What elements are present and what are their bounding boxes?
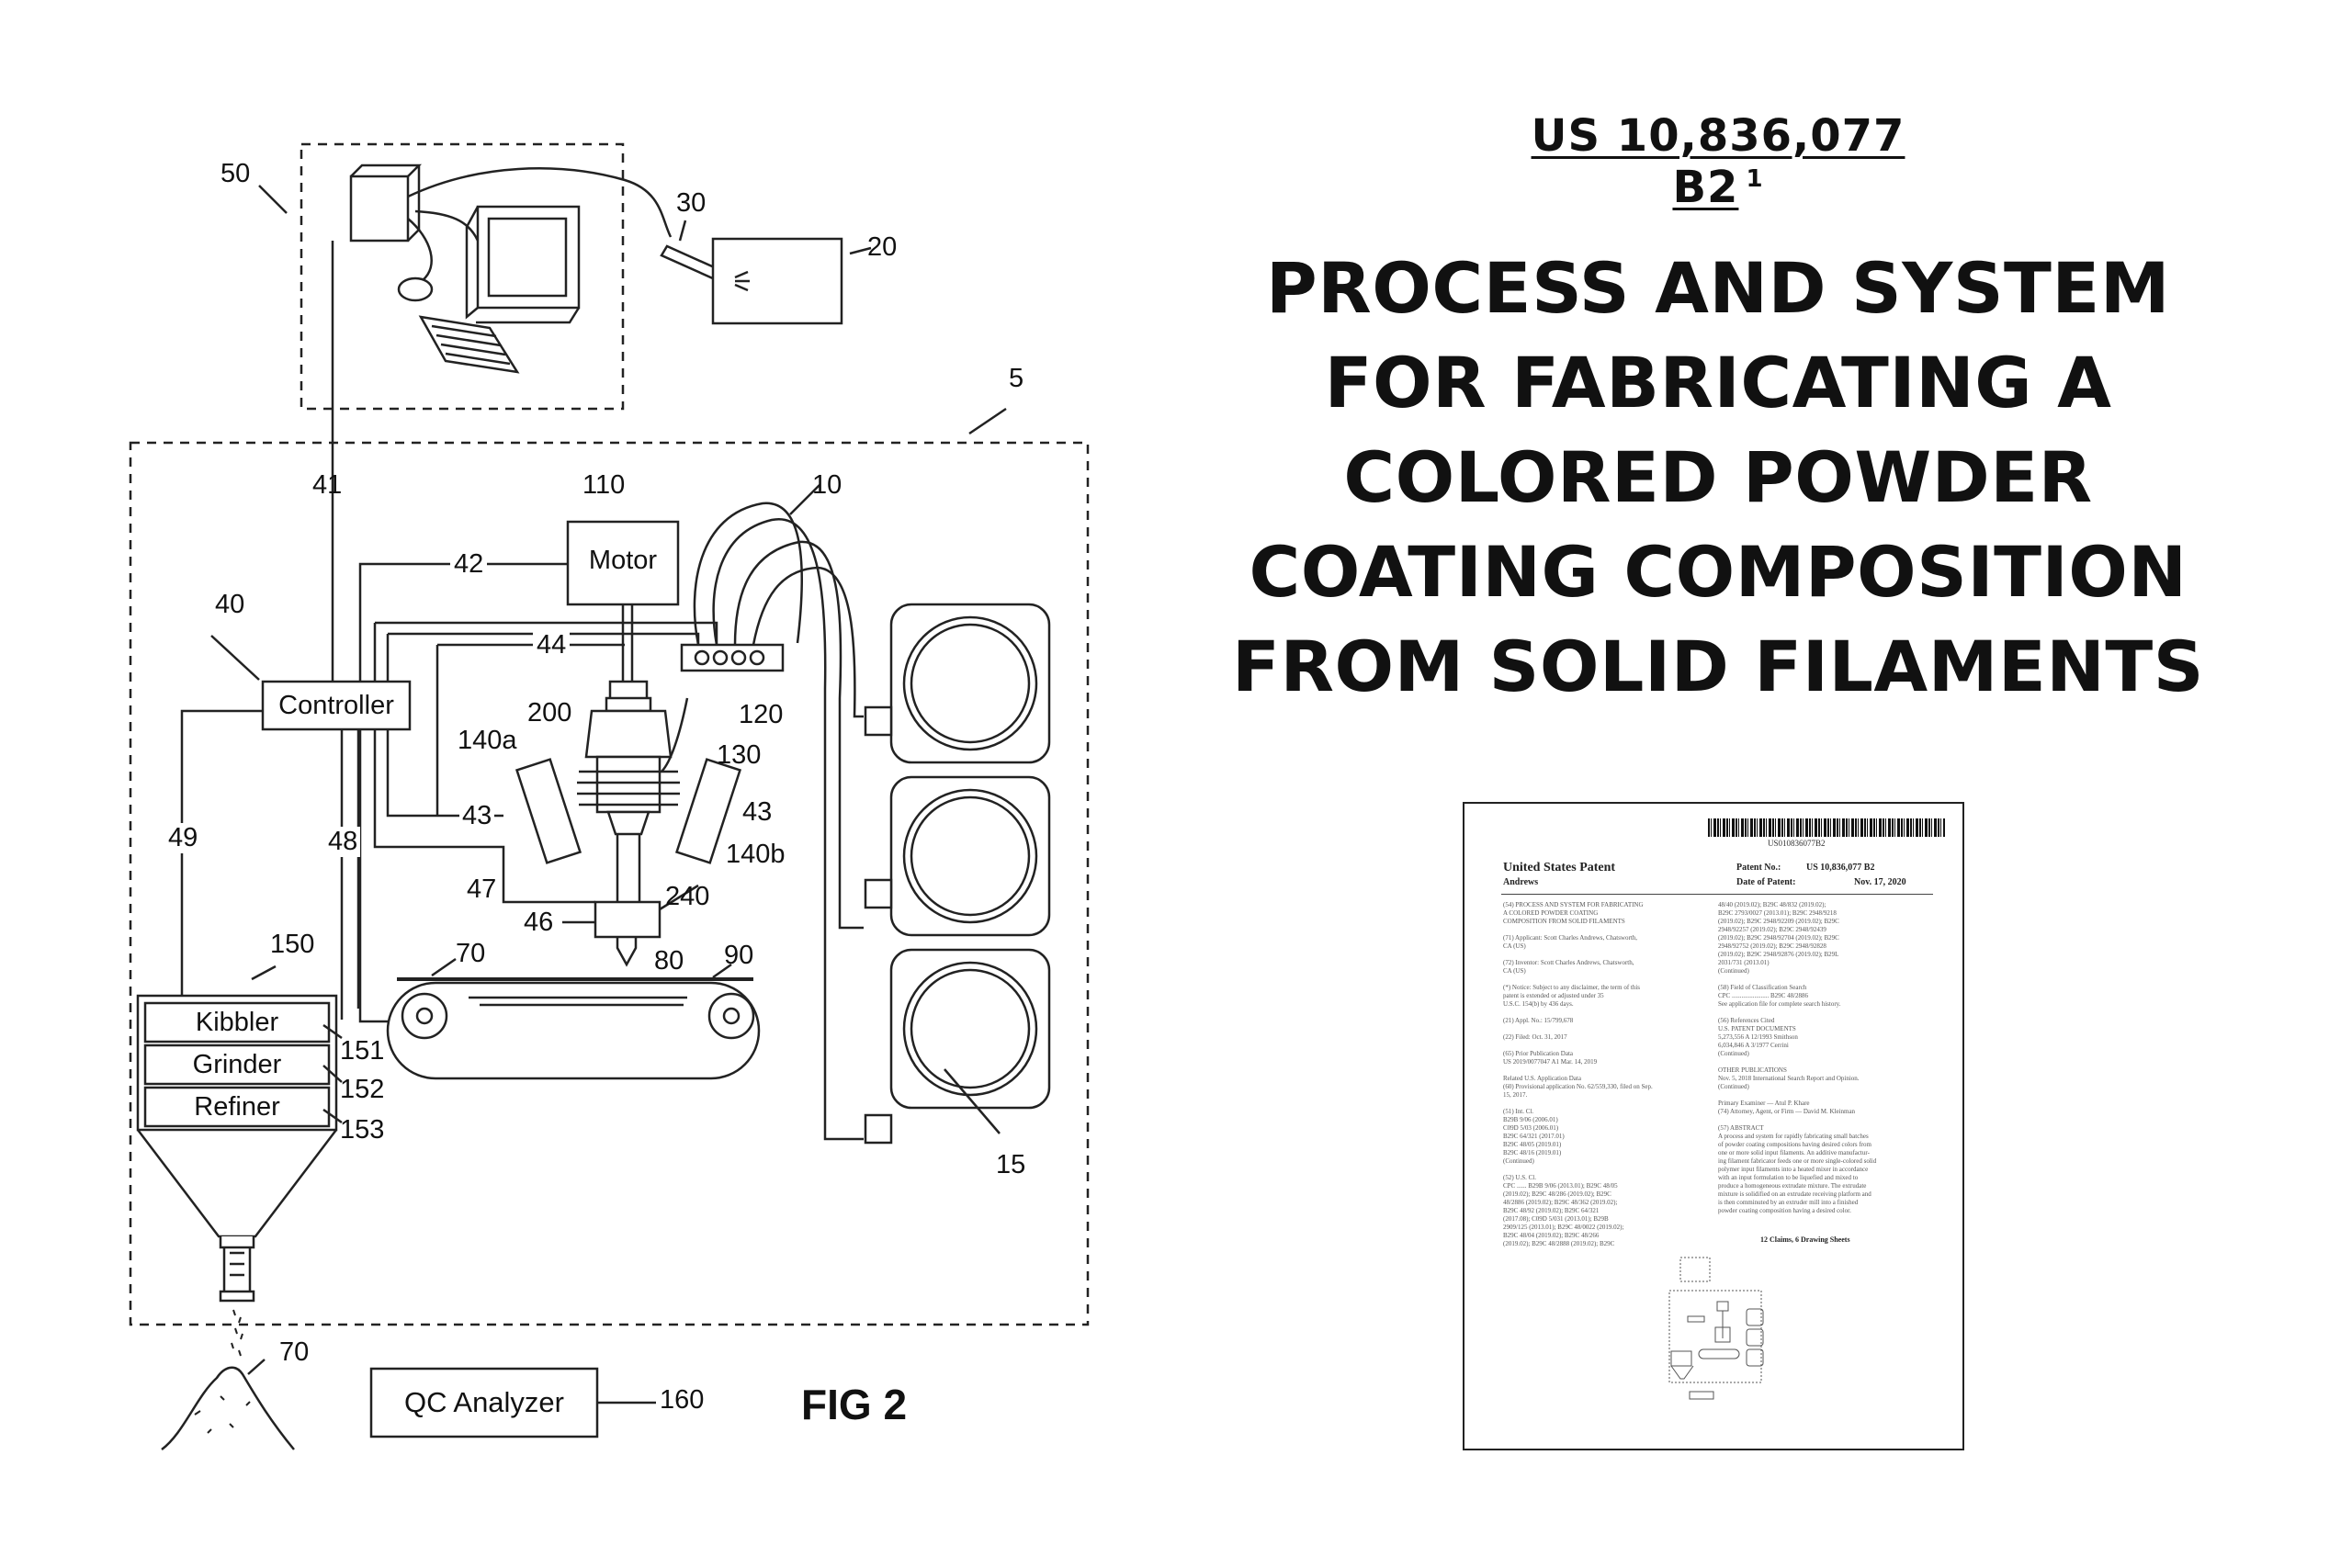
refiner-label: Refiner — [194, 1092, 280, 1122]
thumb-date-value: Nov. 17, 2020 — [1854, 877, 1906, 887]
ref-140b: 140b — [726, 840, 786, 869]
heater-140a — [514, 758, 582, 864]
grinder-label: Grinder — [192, 1050, 282, 1079]
ref-50: 50 — [220, 159, 251, 188]
qc-analyzer-label: QC Analyzer — [403, 1386, 564, 1418]
system-enclosure — [129, 441, 1090, 1326]
conveyor-belt — [386, 977, 761, 1080]
filament-spool-1 — [864, 603, 1051, 764]
filament-spool-2 — [864, 775, 1051, 937]
thumb-inventor: Andrews — [1503, 877, 1539, 887]
ref-40: 40 — [215, 590, 245, 619]
title-line-5: FROM SOLID FILAMENTS — [1232, 626, 2204, 707]
ref-152: 152 — [340, 1075, 385, 1104]
ref-130: 130 — [717, 740, 762, 770]
controller-label: Controller — [278, 691, 394, 720]
title-line-3: COLORED POWDER — [1343, 436, 2093, 518]
ref-200: 200 — [527, 698, 572, 728]
kibbler-label: Kibbler — [195, 1008, 279, 1037]
ref-240: 240 — [665, 882, 710, 911]
ref-80: 80 — [654, 946, 684, 976]
ref-90: 90 — [724, 941, 754, 970]
hopper — [137, 1129, 337, 1238]
ref-70-belt: 70 — [456, 939, 486, 968]
ref-42: 42 — [450, 549, 488, 580]
heater-140b — [674, 758, 742, 864]
thumb-claims-line: 12 Claims, 6 Drawing Sheets — [1760, 1235, 1850, 1244]
extrusion-die — [594, 900, 662, 939]
motor-box — [566, 520, 680, 606]
ref-44: 44 — [533, 630, 571, 660]
thumb-date-label: Date of Patent: — [1736, 877, 1796, 887]
patent-front-page-thumbnail: US010836077B2 United States Patent Andre… — [1463, 802, 1964, 1450]
ref-120: 120 — [739, 700, 784, 729]
kibbler-box — [143, 1001, 331, 1043]
ref-43-left: 43 — [459, 801, 495, 831]
ref-150: 150 — [270, 930, 315, 959]
workstation-enclosure — [300, 142, 625, 411]
patent-figure: Motor Controller Kibbler Grinder Refiner… — [0, 0, 1139, 1568]
thumb-left-column: (54) PROCESS AND SYSTEM FOR FABRICATING … — [1503, 901, 1653, 1247]
ref-49: 49 — [165, 823, 201, 853]
barcode-number: US010836077B2 — [1768, 839, 1826, 848]
ref-43-right: 43 — [742, 797, 773, 827]
title-line-2: FOR FABRICATING A — [1324, 342, 2112, 423]
ref-41: 41 — [312, 470, 343, 500]
patent-title: PROCESS AND SYSTEM FOR FABRICATING A COL… — [1176, 241, 2260, 714]
figure-caption: FIG 2 — [801, 1381, 908, 1428]
ref-15: 15 — [996, 1150, 1026, 1179]
thumb-right-column: 48/40 (2019.02); B29C 48/832 (2019.02); … — [1718, 901, 1877, 1214]
ref-70-powder: 70 — [279, 1337, 310, 1367]
ref-46: 46 — [524, 908, 554, 937]
barcode — [1708, 818, 1945, 837]
refiner-box — [143, 1086, 331, 1128]
ref-153: 153 — [340, 1115, 385, 1145]
filament-spool-3 — [864, 948, 1051, 1145]
footnote-marker: 1 — [1746, 165, 1764, 193]
patent-number-text: US 10,836,077 B2 — [1531, 110, 1905, 213]
controller-box — [261, 680, 412, 731]
ref-160: 160 — [660, 1385, 705, 1415]
thumb-header-left: United States Patent — [1503, 861, 1616, 874]
thumb-patent-no-label: Patent No.: — [1736, 863, 1781, 873]
qc-analyzer-box — [369, 1367, 599, 1438]
ref-48: 48 — [325, 827, 361, 857]
computer-workstation-icon — [349, 164, 673, 374]
motor-label: Motor — [588, 546, 658, 575]
powder-pile — [161, 1366, 295, 1450]
ref-151: 151 — [340, 1036, 385, 1066]
ref-140a: 140a — [458, 726, 517, 755]
mill-stack-150 — [136, 994, 338, 1132]
grinder-box — [143, 1043, 331, 1086]
thumb-patent-no-value: US 10,836,077 B2 — [1806, 863, 1875, 873]
ref-30: 30 — [676, 188, 707, 218]
thumb-mini-figure — [1668, 1257, 1764, 1400]
title-line-4: COATING COMPOSITION — [1249, 531, 2188, 613]
title-line-1: PROCESS AND SYSTEM — [1266, 247, 2170, 329]
ref-10: 10 — [812, 470, 842, 500]
ref-47: 47 — [467, 874, 497, 904]
ref-20: 20 — [867, 232, 898, 262]
heated-mixer-icon — [577, 680, 689, 908]
spectrophotometer-icon — [660, 237, 843, 325]
ref-5: 5 — [1009, 364, 1024, 393]
ref-110: 110 — [582, 470, 626, 500]
thumb-header-rule — [1501, 894, 1933, 895]
